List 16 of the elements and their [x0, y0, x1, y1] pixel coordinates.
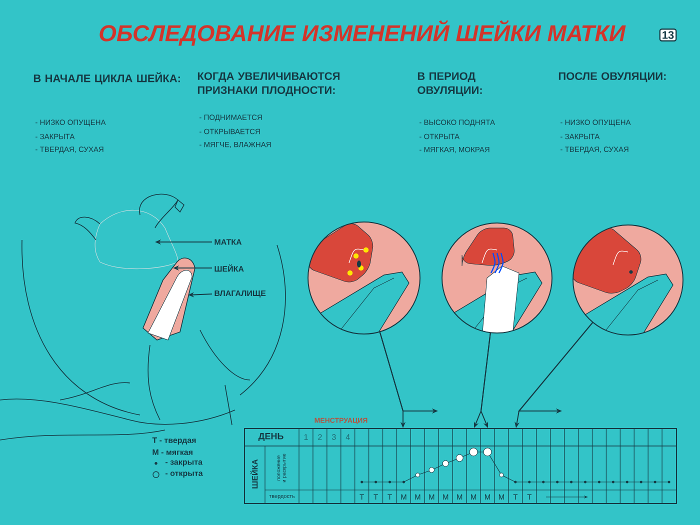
column-heading: В ПЕРИОД ОВУЛЯЦИИ: — [418, 72, 482, 96]
title: ОБСЛЕДОВАНИЕ ИЗМЕНЕНИЙ ШЕЙКИ МАТКИ — [100, 20, 626, 46]
legend-entry: М - мягкая — [152, 449, 192, 455]
cervix-closeup-drawing — [442, 222, 552, 334]
column-heading: ПОСЛЕ ОВУЛЯЦИИ: — [558, 72, 666, 82]
column-heading: В НАЧАЛЕ ЦИКЛА ШЕЙКА: — [34, 72, 180, 84]
legend-entry: - открыта — [152, 471, 203, 478]
page-number-badge: 13 — [659, 28, 677, 42]
part-label: ШЕЙКА — [214, 264, 244, 272]
legend-entry: - закрыта — [154, 460, 203, 466]
cervix-closeup-drawing — [308, 222, 420, 334]
cervix-closeup-drawing — [572, 224, 684, 336]
legend-entry: Т - твердая — [152, 437, 196, 445]
part-label: МАТКА — [214, 239, 242, 245]
part-label: ВЛАГАЛИЩЕ — [214, 290, 266, 298]
column-heading: КОГДА УВЕЛИЧИВАЮТСЯ ПРИЗНАКИ ПЛОДНОСТИ: — [198, 72, 340, 96]
